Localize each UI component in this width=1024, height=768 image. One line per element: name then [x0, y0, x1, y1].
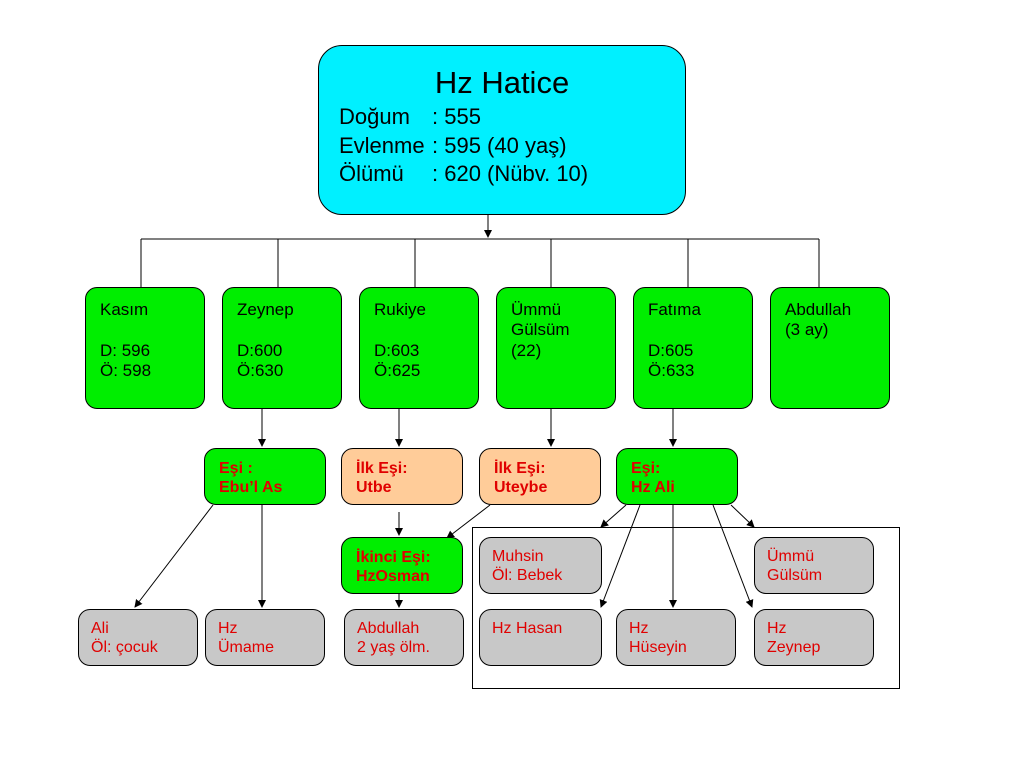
node-line: [100, 320, 204, 340]
node-line: Hz Ali: [631, 479, 675, 497]
node-line: Fatıma: [648, 300, 701, 319]
root-title: Hz Hatice: [434, 65, 570, 100]
node-line: HzOsman: [356, 568, 430, 586]
node-line: Ali: [91, 620, 109, 637]
spouse-node-uteybe: İlk Eşi: Uteybe: [479, 448, 601, 505]
node-line: Hz Hasan: [492, 620, 563, 637]
root-details: Doğum : 555 Evlenme : 595 (40 yaş) Ölümü…: [339, 103, 588, 189]
root-row-olumu: Ölümü : 620 (Nübv. 10): [339, 160, 588, 189]
child-node-fatima: Fatıma D:605 Ö:633: [633, 287, 753, 409]
node-line: Rukiye: [374, 300, 426, 319]
grandchild-node-hz-huseyin: Hz Hüseyin: [616, 609, 736, 666]
node-line: Ö:630: [237, 361, 284, 381]
node-line: (3 ay): [785, 320, 829, 340]
grandchild-node-umame: Hz Ümame: [205, 609, 325, 666]
grandchild-node-abdullah: Abdullah 2 yaş ölm.: [344, 609, 464, 666]
arrow-ali-muhsin: [600, 504, 627, 528]
root-row-evlenme: Evlenme : 595 (40 yaş): [339, 132, 588, 161]
child-node-kasim: Kasım D: 596 Ö: 598: [85, 287, 205, 409]
node-line: Öl: çocuk: [91, 639, 158, 657]
spouse-node-utbe: İlk Eşi: Utbe: [341, 448, 463, 505]
arrow-uteybe-osman: [446, 504, 491, 539]
arrow-ali-zeynep: [712, 504, 754, 608]
child-node-abdullah: Abdullah (3 ay): [770, 287, 890, 409]
node-line: [374, 320, 478, 340]
node-line: Zeynep: [767, 639, 821, 657]
node-line: Ö:625: [374, 361, 421, 381]
grandchild-node-hz-zeynep: Hz Zeynep: [754, 609, 874, 666]
root-row-label: Doğum: [339, 104, 410, 129]
node-line: Uteybe: [494, 479, 548, 497]
node-line: Ö: 598: [100, 361, 152, 381]
node-line: Abdullah: [357, 620, 420, 637]
ali-children-group-frame: [472, 527, 900, 689]
node-line: Gülsüm: [767, 567, 823, 585]
node-line: Gülsüm: [511, 320, 570, 340]
node-line: Hz: [629, 620, 649, 637]
node-line: Hz: [767, 620, 787, 637]
node-line: Hz: [218, 620, 238, 637]
node-line: Ümmü: [511, 300, 562, 319]
node-line: Ümmü: [767, 548, 815, 565]
node-line: Ebu’l As: [219, 479, 283, 497]
root-row-value: : 620 (Nübv. 10): [432, 161, 589, 187]
node-line: Kasım: [100, 300, 149, 319]
node-line: Hüseyin: [629, 639, 687, 657]
child-node-zeynep: Zeynep D:600 Ö:630: [222, 287, 342, 409]
node-line: Eşi :: [219, 460, 253, 477]
node-line: 2 yaş ölm.: [357, 639, 430, 657]
spouse-node-hz-ali: Eşi: Hz Ali: [616, 448, 738, 505]
arrow-ebulas-ali: [134, 504, 214, 608]
node-line: [648, 320, 752, 340]
root-row-dogum: Doğum : 555: [339, 103, 588, 132]
grandchild-node-muhsin: Muhsin Öl: Bebek: [479, 537, 602, 594]
grandchild-node-hz-hasan: Hz Hasan: [479, 609, 602, 666]
root-row-value: : 595 (40 yaş): [432, 132, 567, 158]
node-line: D:605: [648, 340, 694, 360]
spouse-node-hz-osman: İkinci Eşi: HzOsman: [341, 537, 463, 594]
node-line: [237, 320, 341, 340]
node-line: (22): [511, 340, 542, 360]
node-line: Utbe: [356, 479, 392, 497]
root-row-label: Evlenme: [339, 132, 425, 158]
child-node-ummu-gulsum: Ümmü Gülsüm (22): [496, 287, 616, 409]
grandchild-node-ali: Ali Öl: çocuk: [78, 609, 198, 666]
root-row-label: Ölümü: [339, 161, 404, 187]
node-line: D: 596: [100, 340, 151, 360]
node-line: İlk Eşi:: [494, 460, 546, 477]
spouse-node-ebul-as: Eşi : Ebu’l As: [204, 448, 326, 505]
node-line: Muhsin: [492, 548, 544, 565]
node-line: Eşi:: [631, 460, 661, 477]
arrow-ali-ummu: [730, 504, 755, 528]
arrow-ali-hasan: [599, 504, 641, 608]
child-node-rukiye: Rukiye D:603 Ö:625: [359, 287, 479, 409]
node-line: Abdullah: [785, 300, 852, 319]
node-line: İlk Eşi:: [356, 460, 408, 477]
root-row-value: : 555: [432, 104, 481, 129]
node-line: D:600: [237, 340, 283, 360]
node-line: D:603: [374, 340, 420, 360]
node-line: Öl: Bebek: [492, 567, 563, 585]
node-line: Ö:633: [648, 361, 695, 381]
grandchild-node-ummu-gulsum: Ümmü Gülsüm: [754, 537, 874, 594]
node-line: İkinci Eşi:: [356, 549, 431, 566]
node-line: Ümame: [218, 639, 275, 657]
root-node-hz-hatice: Hz Hatice Doğum : 555 Evlenme : 595 (40 …: [318, 45, 686, 215]
node-line: Zeynep: [237, 300, 294, 319]
